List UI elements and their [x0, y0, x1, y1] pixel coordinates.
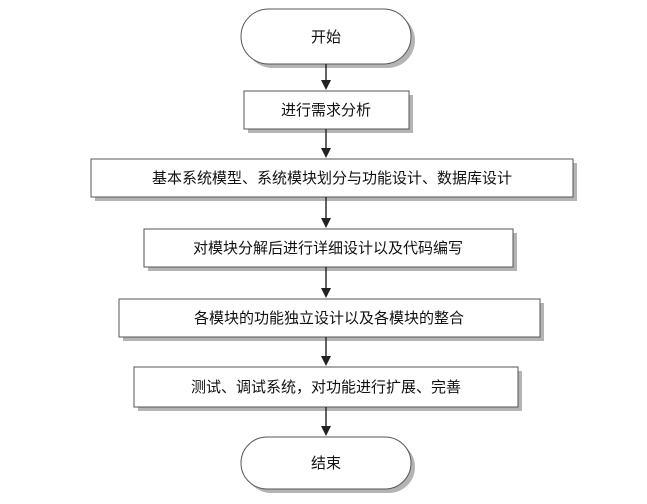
arrow-start-to-step1 [321, 64, 331, 90]
step-1-label: 进行需求分析 [281, 101, 371, 119]
arrow-step1-to-step2 [321, 129, 331, 158]
start-terminal: 开始 [240, 8, 415, 68]
step-3-label: 对模块分解后进行详细设计以及代码编写 [193, 239, 463, 257]
step-module-design-integration: 各模块的功能独立设计以及各模块的整合 [118, 298, 544, 341]
arrow-step5-to-end [321, 407, 331, 436]
start-label: 开始 [311, 28, 341, 46]
step-2-label: 基本系统模型、系统模块划分与功能设计、数据库设计 [152, 169, 512, 187]
end-label: 结束 [311, 454, 341, 472]
step-detailed-design-coding: 对模块分解后进行详细设计以及代码编写 [143, 228, 517, 271]
end-terminal: 结束 [240, 436, 415, 493]
arrow-step4-to-step5 [321, 337, 331, 366]
arrow-step2-to-step3 [321, 197, 331, 228]
step-system-model-design: 基本系统模型、系统模块划分与功能设计、数据库设计 [90, 158, 577, 201]
step-4-label: 各模块的功能独立设计以及各模块的整合 [194, 309, 464, 327]
step-requirements-analysis: 进行需求分析 [243, 90, 413, 133]
step-5-label: 测试、调试系统，对功能进行扩展、完善 [191, 378, 461, 396]
arrow-step3-to-step4 [321, 267, 331, 298]
step-testing-debugging: 测试、调试系统，对功能进行扩展、完善 [133, 366, 522, 411]
